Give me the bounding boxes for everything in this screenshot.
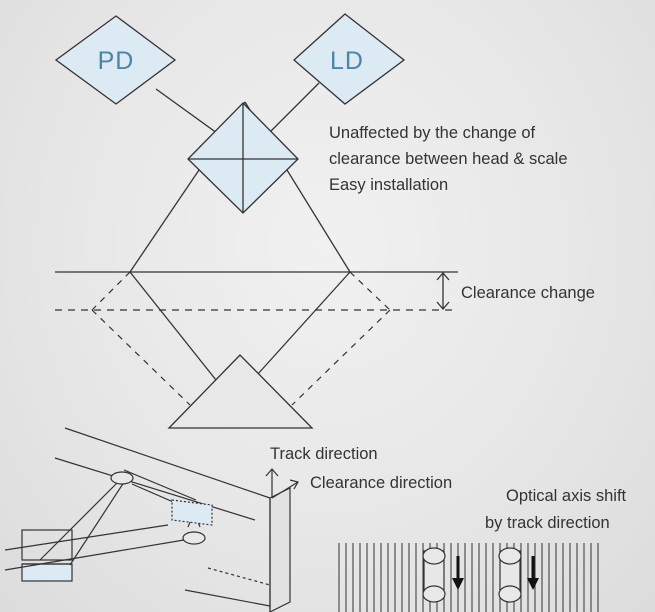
laser-diode-icon: [293, 13, 406, 105]
laser-diode-label: LD: [330, 47, 364, 75]
clearance-change-label: Clearance change: [461, 284, 595, 302]
down-arrow-icon-2: [527, 556, 539, 590]
clearance-arrow-icon: [436, 272, 450, 310]
beam-splitter-icon: [187, 102, 299, 214]
grating-lines: [338, 543, 599, 612]
benefit-line-2: clearance between head & scale: [329, 150, 568, 168]
shifted-beam-paths: [91, 271, 391, 406]
prism-icon: [167, 354, 314, 429]
ld-beam-line: [261, 82, 320, 141]
beam-spot-pair-2: [498, 547, 522, 603]
axis-shift-line-2: by track direction: [485, 514, 610, 532]
track-direction-label: Track direction: [270, 445, 378, 463]
direction-arrows-icon: [265, 468, 299, 499]
beam-right-lower: [256, 271, 351, 376]
beam-spot-pair-1: [422, 547, 446, 603]
head-scale-sketch: [4, 427, 291, 612]
benefit-line-1: Unaffected by the change of: [329, 124, 536, 142]
beam-left-lower: [129, 271, 217, 381]
clearance-direction-label: Clearance direction: [310, 474, 452, 492]
photodetector-label: PD: [98, 47, 135, 75]
benefit-line-3: Easy installation: [329, 176, 448, 194]
down-arrow-icon-1: [452, 556, 464, 590]
photodetector-icon: [54, 15, 177, 105]
axis-shift-line-1: Optical axis shift: [506, 487, 627, 505]
